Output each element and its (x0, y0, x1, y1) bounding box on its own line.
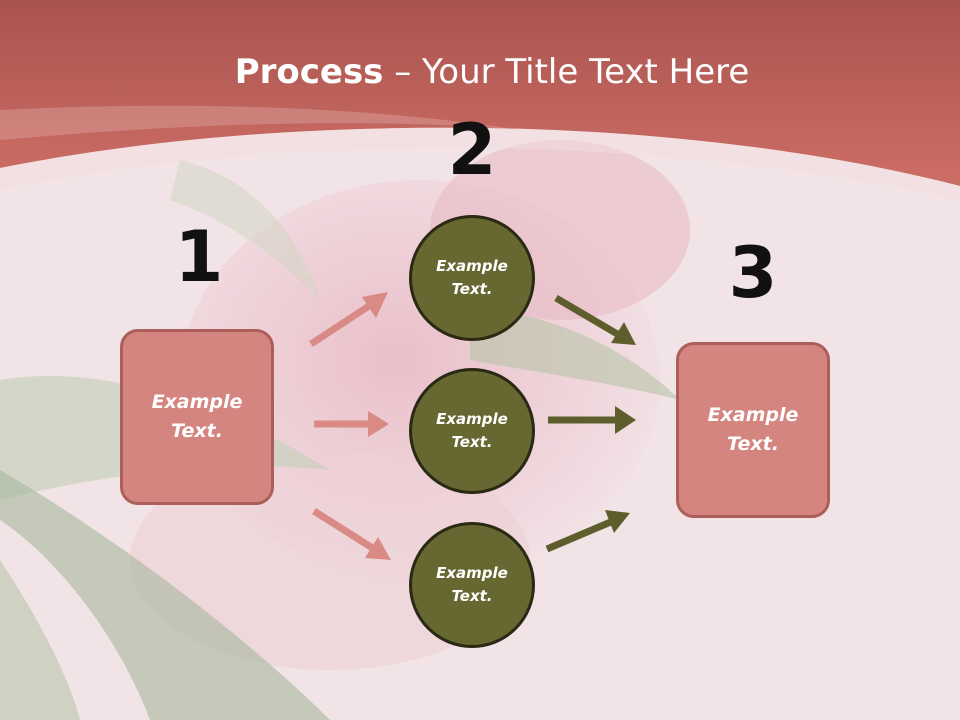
step-2-circle-top-text: Example Text. (436, 257, 508, 298)
title-bold: Process (234, 52, 384, 92)
step-3-text: Example Text. (707, 404, 799, 455)
arrow-bottom-to-3 (545, 510, 630, 553)
step-number-3: 3 (728, 232, 778, 314)
step-number-2: 2 (447, 109, 497, 191)
arrow-middle-to-3 (548, 406, 636, 434)
arrow-top-to-3 (554, 294, 636, 345)
step-1-box: Example Text. (120, 329, 274, 505)
arrow-1-to-top (309, 292, 388, 347)
step-1-text: Example Text. (151, 391, 243, 442)
step-2-circle-bottom-text: Example Text. (436, 564, 508, 605)
step-3-box: Example Text. (676, 342, 830, 518)
step-number-1: 1 (174, 216, 224, 298)
step-2-circle-bottom: Example Text. (409, 522, 535, 648)
step-2-circle-top: Example Text. (409, 215, 535, 341)
arrow-1-to-middle (314, 411, 389, 437)
title-rest: – Your Title Text Here (383, 52, 750, 92)
step-2-circle-middle-text: Example Text. (436, 410, 508, 451)
arrow-1-to-bottom (312, 508, 391, 560)
slide-title: Process – Your Title Text Here (0, 52, 960, 92)
step-2-circle-middle: Example Text. (409, 368, 535, 494)
